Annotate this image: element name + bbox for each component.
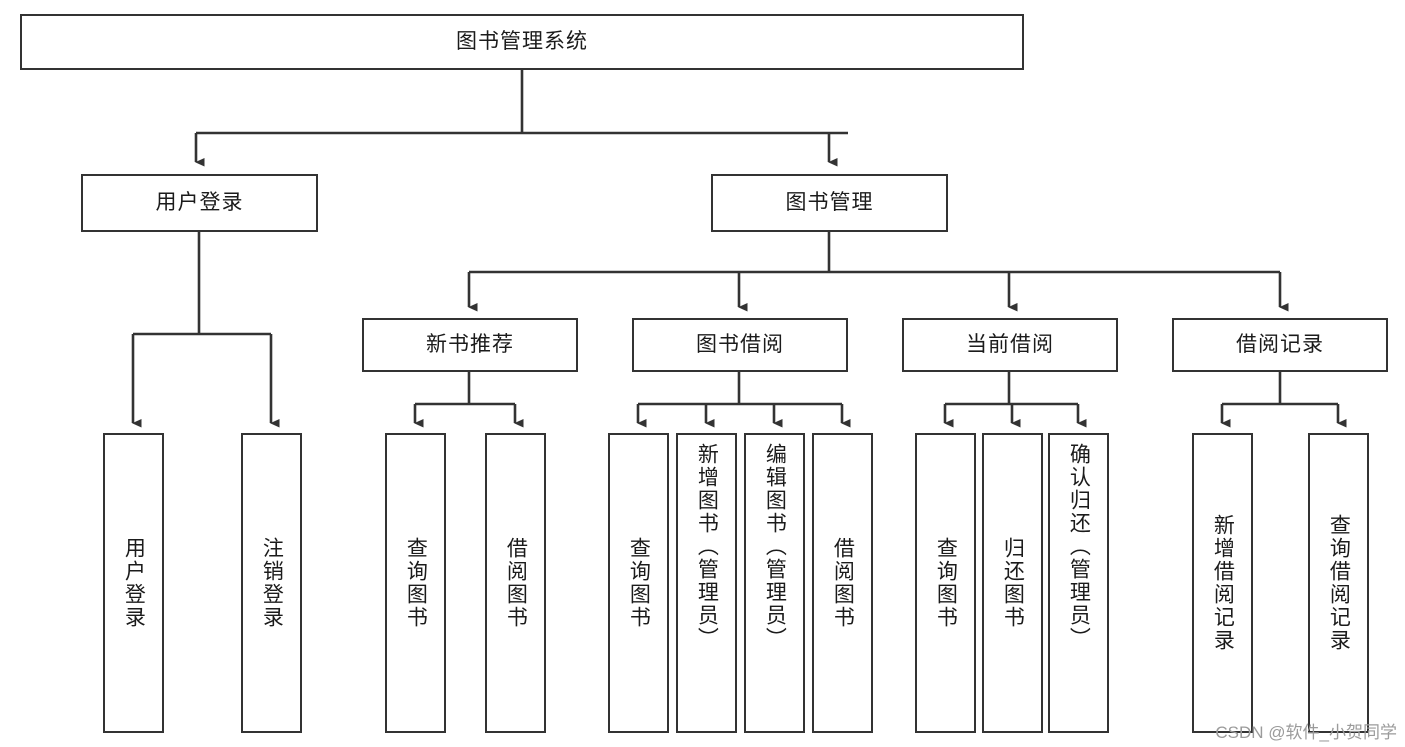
leaf-user-login-sign-in-label: 用户登录 <box>122 537 146 629</box>
leaf-borrow-records-query-record-label: 查询借阅记录 <box>1327 514 1351 652</box>
leaf-user-login-sign-in[interactable]: 用户登录 <box>103 433 164 733</box>
node-book-management-label: 图书管理 <box>785 190 874 214</box>
leaf-borrow-records-add-record-label: 新增借阅记录 <box>1211 514 1235 652</box>
leaf-current-borrow-return-books[interactable]: 归还图书 <box>982 433 1043 733</box>
node-user-login[interactable]: 用户登录 <box>81 174 318 232</box>
leaf-current-borrow-return-books-label: 归还图书 <box>1001 537 1025 629</box>
leaf-book-borrow-add-book-admin-label: 新增图书（管理员） <box>695 443 719 650</box>
leaf-user-login-sign-out-label: 注销登录 <box>260 537 284 629</box>
leaf-book-borrow-add-book-admin[interactable]: 新增图书（管理员） <box>676 433 737 733</box>
leaf-book-borrow-borrow-books[interactable]: 借阅图书 <box>812 433 873 733</box>
leaf-new-book-borrow-books-label: 借阅图书 <box>504 537 528 629</box>
node-current-borrow-label: 当前借阅 <box>966 332 1054 356</box>
leaf-user-login-sign-out[interactable]: 注销登录 <box>241 433 302 733</box>
leaf-current-borrow-query-books-label: 查询图书 <box>934 537 958 629</box>
node-book-borrow-label: 图书借阅 <box>696 332 784 356</box>
node-borrow-records-label: 借阅记录 <box>1236 332 1324 356</box>
leaf-book-borrow-borrow-books-label: 借阅图书 <box>831 537 855 629</box>
node-user-login-label: 用户登录 <box>155 190 244 214</box>
node-new-book-recommend-label: 新书推荐 <box>426 332 514 356</box>
leaf-current-borrow-confirm-return-admin-label: 确认归还（管理员） <box>1067 443 1091 650</box>
node-book-management[interactable]: 图书管理 <box>711 174 948 232</box>
leaf-current-borrow-query-books[interactable]: 查询图书 <box>915 433 976 733</box>
leaf-new-book-query-books-label: 查询图书 <box>404 537 428 629</box>
node-current-borrow[interactable]: 当前借阅 <box>902 318 1118 372</box>
node-root-label: 图书管理系统 <box>456 29 588 53</box>
node-book-borrow[interactable]: 图书借阅 <box>632 318 848 372</box>
leaf-borrow-records-query-record[interactable]: 查询借阅记录 <box>1308 433 1369 733</box>
leaf-new-book-borrow-books[interactable]: 借阅图书 <box>485 433 546 733</box>
leaf-new-book-query-books[interactable]: 查询图书 <box>385 433 446 733</box>
leaf-borrow-records-add-record[interactable]: 新增借阅记录 <box>1192 433 1253 733</box>
leaf-book-borrow-edit-book-admin-label: 编辑图书（管理员） <box>763 443 787 650</box>
leaf-current-borrow-confirm-return-admin[interactable]: 确认归还（管理员） <box>1048 433 1109 733</box>
node-borrow-records[interactable]: 借阅记录 <box>1172 318 1388 372</box>
node-new-book-recommend[interactable]: 新书推荐 <box>362 318 578 372</box>
leaf-book-borrow-query-books-label: 查询图书 <box>627 537 651 629</box>
leaf-book-borrow-query-books[interactable]: 查询图书 <box>608 433 669 733</box>
leaf-book-borrow-edit-book-admin[interactable]: 编辑图书（管理员） <box>744 433 805 733</box>
node-root-book-management-system[interactable]: 图书管理系统 <box>20 14 1024 70</box>
